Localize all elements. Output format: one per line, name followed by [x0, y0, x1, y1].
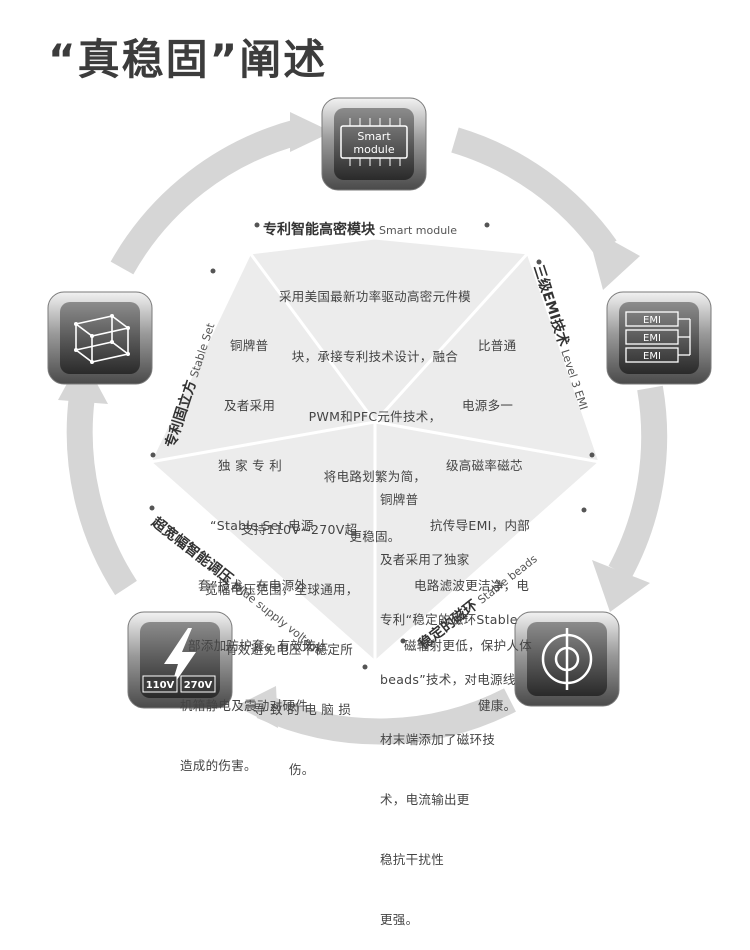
segment-top-line: 块，承接专利技术设计，融合 — [291, 349, 459, 364]
module-label-top-en: Smart module — [379, 224, 457, 237]
segment-left-line: “Stable Set 电源 — [210, 518, 314, 533]
diagram-canvas: Smart module EMI EMI EMI — [47, 97, 712, 745]
divider-5 — [149, 420, 376, 464]
segment-bottom-right-line: 铜牌普 — [380, 492, 419, 507]
emi-text-2: EMI — [643, 333, 661, 344]
module-label-top-zh: 专利智能高密模块 — [263, 222, 375, 238]
module-text: module — [353, 143, 394, 156]
segment-left-line: 铜牌普 — [230, 338, 269, 353]
pentagon-outline — [148, 236, 602, 665]
segment-top-line: 将电路划繁为简， — [323, 469, 427, 484]
pentagon — [148, 236, 602, 665]
segment-bottom-right-line: 专利“稳定的磁环Stable — [380, 612, 518, 627]
divider-3 — [374, 420, 601, 464]
dot-left-bottom — [150, 452, 156, 458]
arrowhead-3 — [236, 686, 278, 728]
segment-left-line: 及者采用 — [224, 398, 276, 413]
divider-1 — [248, 252, 377, 423]
emi-text-3: EMI — [643, 351, 661, 362]
segment-bottom-right-line: 术，电流输出更 — [380, 792, 470, 807]
emi-text-1: EMI — [643, 315, 661, 326]
module-label-top: 专利智能高密模块 Smart module — [263, 219, 457, 239]
arrow-top-left — [110, 119, 302, 275]
page-title: “真稳固”阐述 — [48, 35, 328, 84]
arrowhead-2 — [592, 560, 650, 612]
segment-bottom-right-line: 及者采用了独家 — [380, 552, 470, 567]
segment-right: 比普通 电源多一 级高磁率磁芯 抗传导EMI，内部 电路滤波更洁净，电 磁辐射更… — [404, 296, 532, 736]
cube-icon — [47, 291, 153, 385]
segment-bottom-right: 铜牌普 及者采用了独家 专利“稳定的磁环Stable beads”技术，对电源线… — [380, 450, 518, 950]
segment-top: 采用美国最新功率驱动高密元件模 块，承接专利技术设计，融合 PWM和PFC元件技… — [262, 247, 488, 567]
segment-right-line: 级高磁率磁芯 — [446, 458, 523, 473]
segment-bottom-right-line: beads”技术，对电源线 — [380, 672, 516, 687]
segment-left-line: 部添加防护套，有效防止 — [188, 638, 329, 653]
segment-right-line: 电路滤波更洁净，电 — [414, 578, 530, 593]
segment-bottom-left-line: 支持110V~270V超 — [241, 522, 358, 537]
segment-right-line: 健康。 — [478, 698, 517, 713]
dot-top-left — [254, 222, 260, 228]
segment-bottom-left-line: 导 致 的 电 脑 损 — [253, 702, 352, 717]
arrow-right-bottom — [608, 385, 668, 579]
segment-right-line: 抗传导EMI，内部 — [430, 518, 531, 533]
segment-left-line: 套”技术，在电源外 — [198, 578, 308, 593]
segment-right-line: 电源多一 — [462, 398, 514, 413]
arrow-bottom — [256, 688, 516, 745]
dot-bl-top — [149, 505, 155, 511]
dot-br-bottom — [400, 638, 406, 644]
segment-bottom-left-line: 宽幅电压范围，全球通用， — [205, 582, 359, 597]
segment-right-line: 比普通 — [478, 338, 517, 353]
voltage-icon: 110V 270V — [127, 611, 233, 709]
arrow-top-right — [451, 127, 617, 256]
segment-left-line: 机箱静电及震动对硬件 — [180, 698, 309, 713]
dot-right-bottom — [589, 452, 595, 458]
segment-left: 铜牌普 及者采用 独 家 专 利 “Stable Set 电源 套”技术，在电源… — [180, 296, 329, 796]
segment-top-line: PWM和PFC元件技术， — [308, 409, 442, 424]
voltage-110-text: 110V — [146, 680, 175, 691]
segment-bottom-right-line: 材末端添加了磁环技 — [380, 732, 496, 747]
segment-top-line: 更稳固。 — [349, 529, 401, 544]
segment-bottom-right-line: 更强。 — [380, 912, 419, 927]
segment-left-line: 独 家 专 利 — [218, 458, 283, 473]
segment-top-line: 采用美国最新功率驱动高密元件模 — [278, 289, 471, 304]
arrowhead-5 — [290, 112, 332, 152]
arrow-heads — [58, 112, 650, 728]
dot-right-top — [536, 259, 542, 265]
arrow-left-bottom — [66, 394, 137, 596]
dot-br-top — [581, 507, 587, 513]
voltage-270-text: 270V — [184, 680, 213, 691]
emi-icon: EMI EMI EMI — [606, 291, 712, 385]
segment-right-line: 磁辐射更低，保护人体 — [404, 638, 533, 653]
arrowhead-1 — [586, 226, 640, 290]
dot-top-right — [484, 222, 490, 228]
smart-module-icon: Smart module — [321, 97, 427, 191]
segment-bottom-left-line: 有效避免电压不稳定所 — [225, 642, 354, 657]
label-dots — [149, 222, 595, 670]
divider-2 — [373, 251, 530, 424]
magnetic-ring-icon — [514, 611, 620, 707]
dot-bl-bottom — [362, 664, 368, 670]
segment-bottom-right-line: 稳抗干扰性 — [380, 852, 445, 867]
dot-left-top — [210, 268, 216, 274]
smart-text: Smart — [357, 130, 391, 143]
segment-left-line: 造成的伤害。 — [180, 758, 257, 773]
